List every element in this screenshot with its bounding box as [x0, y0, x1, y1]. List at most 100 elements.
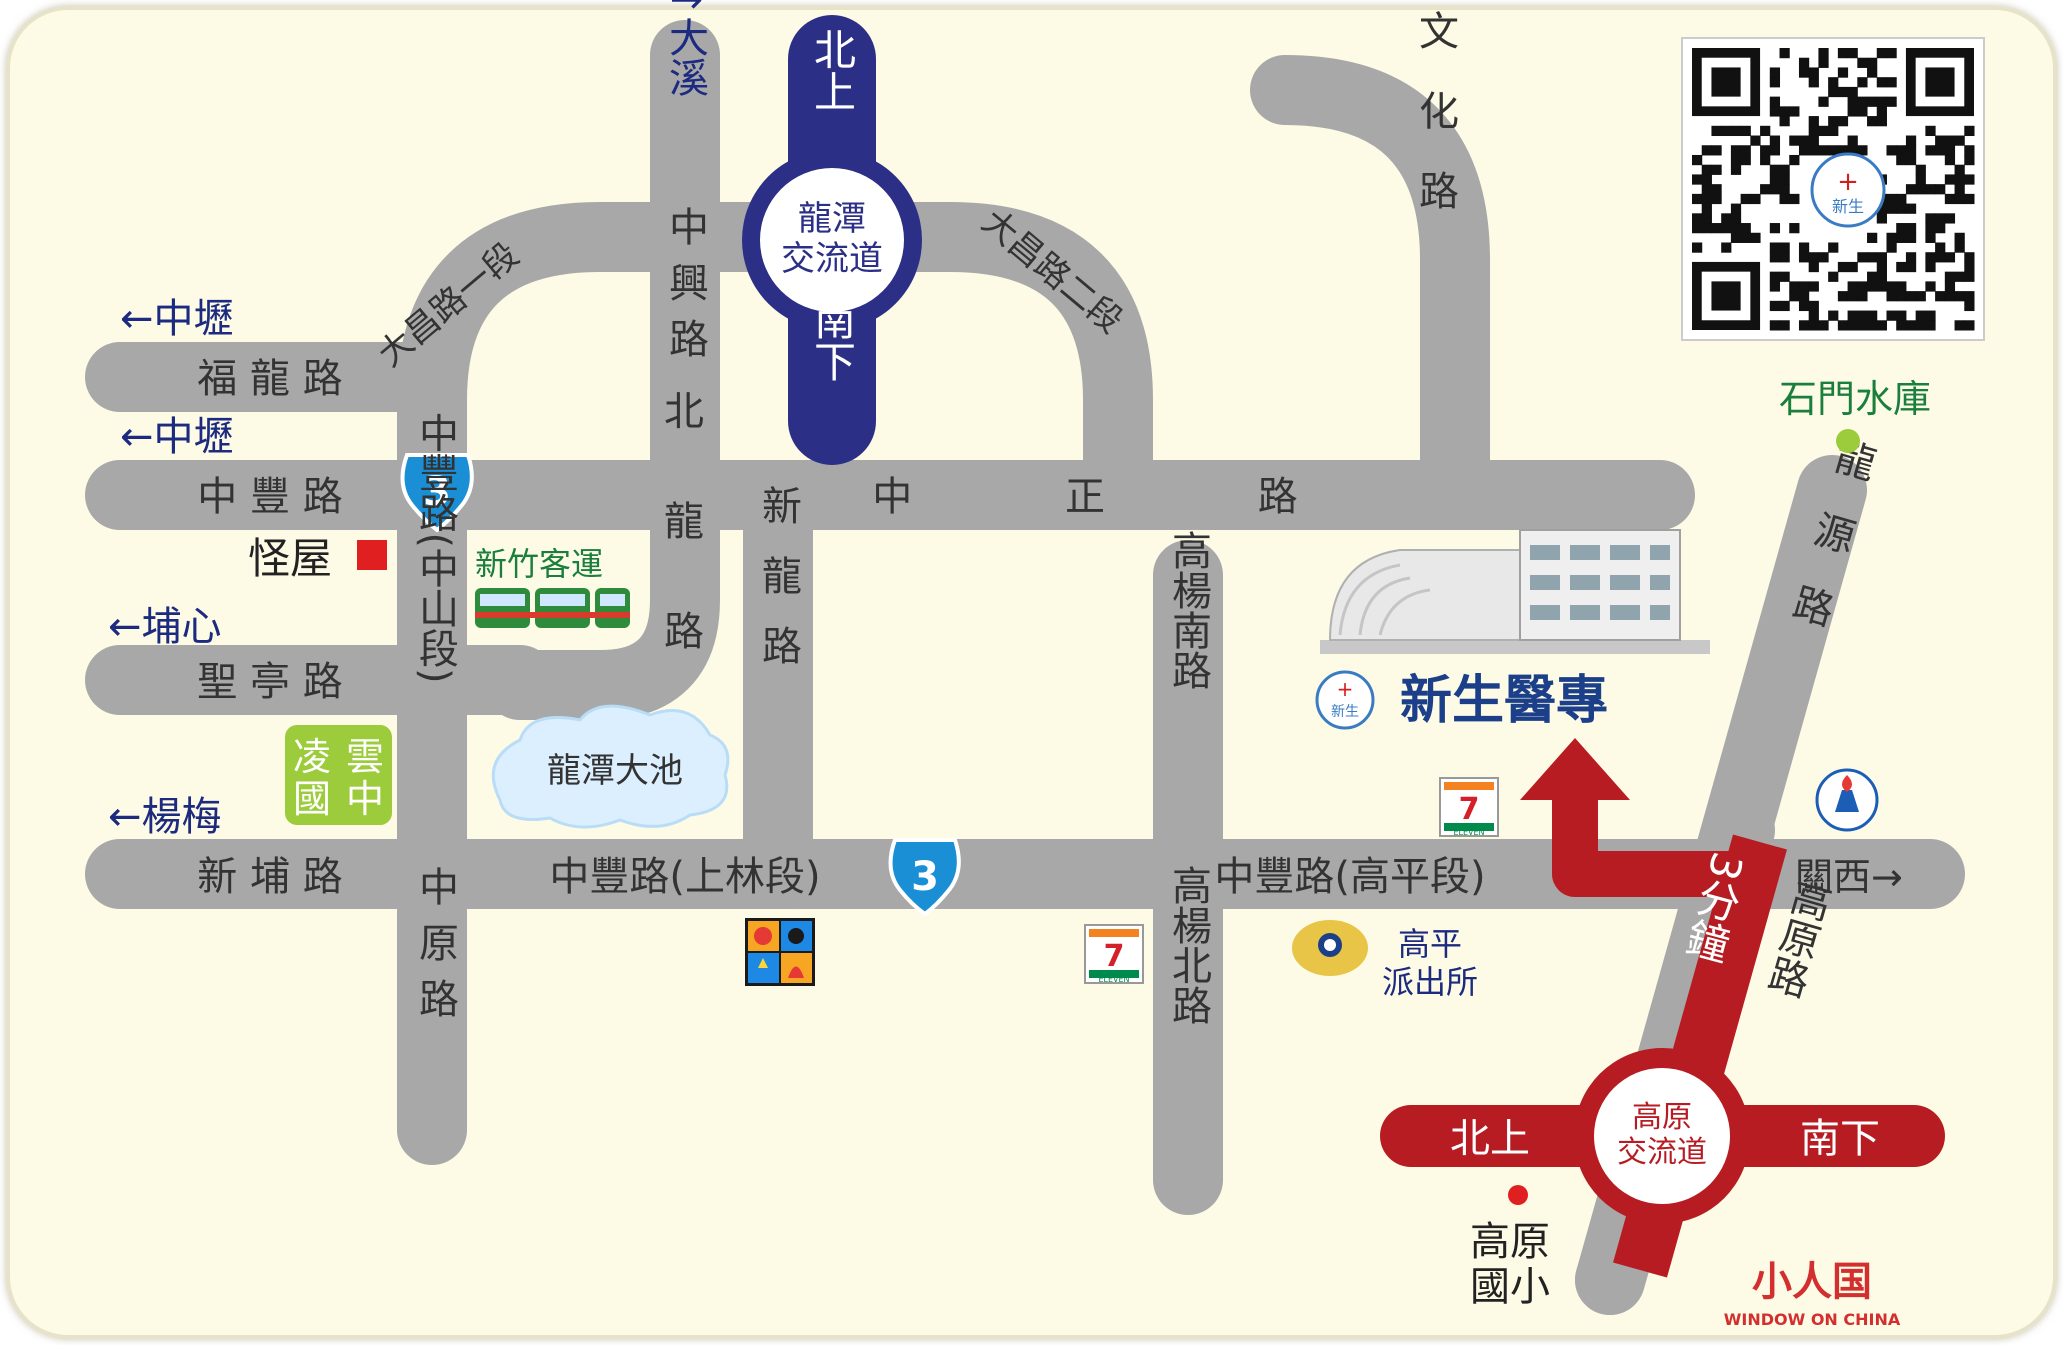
label-zhongfeng-zhongshan: 中豐路(中山段) [412, 412, 458, 683]
label-xinlong: 新龍路 [755, 485, 801, 695]
qr-module [1925, 320, 1936, 331]
qr-module [1954, 242, 1965, 253]
qr-module [1828, 242, 1839, 253]
qr-module [1935, 135, 1946, 146]
qr-module [1818, 96, 1829, 107]
qr-module [1857, 320, 1868, 331]
qr-module [1769, 164, 1781, 175]
qr-module [1935, 145, 1946, 156]
qr-module [1954, 232, 1965, 243]
lake-label: 龍潭大池 [547, 751, 683, 791]
landmark-police-1: 高平 [1398, 925, 1462, 963]
qr-module [1925, 310, 1936, 321]
qr-module [1876, 252, 1887, 263]
qr-module [1837, 86, 1849, 98]
landmark-lingyun: 凌 國 雲 中 [285, 725, 392, 825]
shimen-marker [1836, 429, 1860, 453]
qr-module [1828, 125, 1839, 137]
qr-module [1828, 271, 1839, 282]
qr-module [1779, 106, 1790, 117]
qr-module [1876, 116, 1887, 127]
gaoyuan-school-marker [1508, 1185, 1528, 1205]
qr-module [1915, 164, 1926, 175]
direction-zhongli-2: ←中壢 [120, 414, 234, 460]
qr-module [1857, 96, 1868, 107]
qr-module [1779, 174, 1790, 185]
qr-module [1798, 291, 1810, 302]
qr-module [1944, 193, 1956, 205]
interchange-longtan: 北上 南下 龍潭 交流道 [742, 15, 922, 465]
direction-guanxi: 關西→ [1795, 855, 1903, 899]
qr-module [1896, 223, 1907, 234]
qr-module [1789, 154, 1800, 166]
direction-yangmei: ←楊梅 [108, 794, 222, 840]
qr-module [1692, 223, 1703, 234]
qr-module [1935, 242, 1946, 253]
qr-module [1857, 310, 1868, 321]
qr-module [1867, 320, 1878, 331]
qr-module [1808, 135, 1819, 146]
qr-module [1789, 106, 1800, 117]
qr-module [1730, 232, 1742, 243]
qr-module [1915, 310, 1926, 321]
qr-module [1711, 125, 1722, 137]
torch-emblem-icon [1815, 768, 1879, 832]
qr-module [1896, 193, 1907, 205]
qr-module [1905, 291, 1917, 302]
qr-module [1905, 145, 1917, 156]
interchange-gaoyuan-name-1: 高原 [1632, 1100, 1692, 1135]
qr-module [1847, 48, 1858, 59]
qr-module [1944, 281, 1956, 292]
qr-module [1779, 252, 1790, 263]
label-wenhua: 文化路 [1412, 10, 1458, 250]
qr-module [1876, 48, 1887, 59]
qr-module [1964, 261, 1975, 273]
landmark-lake: 龍潭大池 [491, 704, 730, 829]
qr-module [1886, 193, 1897, 205]
qr-module [1876, 203, 1887, 214]
qr-module [1925, 261, 1936, 273]
qr-module [1876, 261, 1887, 273]
road-network [85, 20, 1965, 1315]
qr-center-emblem: + 新生 [1810, 152, 1886, 228]
label-zhongfeng: 中 豐 路 [197, 474, 342, 520]
label-zhongzheng: 中 正 路 [872, 474, 1367, 520]
qr-module [1769, 67, 1781, 78]
qr-module [1954, 320, 1965, 331]
qr-module [1779, 116, 1790, 127]
qr-module [1925, 223, 1936, 234]
interchange-gaoyuan-name-2: 交流道 [1617, 1135, 1707, 1170]
qr-module [1730, 125, 1742, 137]
building-icon [1320, 529, 1710, 654]
lingyun-label-1: 凌 [293, 735, 331, 779]
qr-module [1905, 184, 1917, 195]
qr-module [1808, 300, 1819, 312]
qr-module [1828, 86, 1839, 98]
qr-module [1886, 291, 1897, 302]
qr-module [1769, 281, 1781, 292]
landmark-guaiwu: 怪屋 [248, 534, 332, 583]
qr-module [1915, 174, 1926, 185]
qr-module [1925, 145, 1936, 156]
svg-text:新生: 新生 [1331, 704, 1359, 720]
police-emblem-icon [1292, 920, 1368, 976]
qr-module [1837, 48, 1849, 59]
label-zhongxing: 中興路 [662, 206, 708, 374]
landmark-police-2: 派出所 [1382, 963, 1478, 1001]
qr-module [1954, 135, 1965, 146]
qr-module [1857, 57, 1868, 68]
qr-module [1886, 232, 1897, 243]
qr-module [1886, 203, 1897, 214]
qr-module [1905, 154, 1917, 166]
label-shanglin: 中豐路(上林段) [549, 854, 820, 900]
qr-module [1867, 96, 1878, 107]
qr-module [1944, 271, 1956, 282]
qr-module [1935, 213, 1946, 224]
qr-module [1779, 184, 1790, 195]
qr-module [1789, 223, 1800, 234]
route-shield-1: 3 [400, 453, 474, 533]
qr-module [1954, 193, 1965, 205]
qr-module [1896, 261, 1907, 273]
svg-text:+: + [1337, 677, 1354, 701]
